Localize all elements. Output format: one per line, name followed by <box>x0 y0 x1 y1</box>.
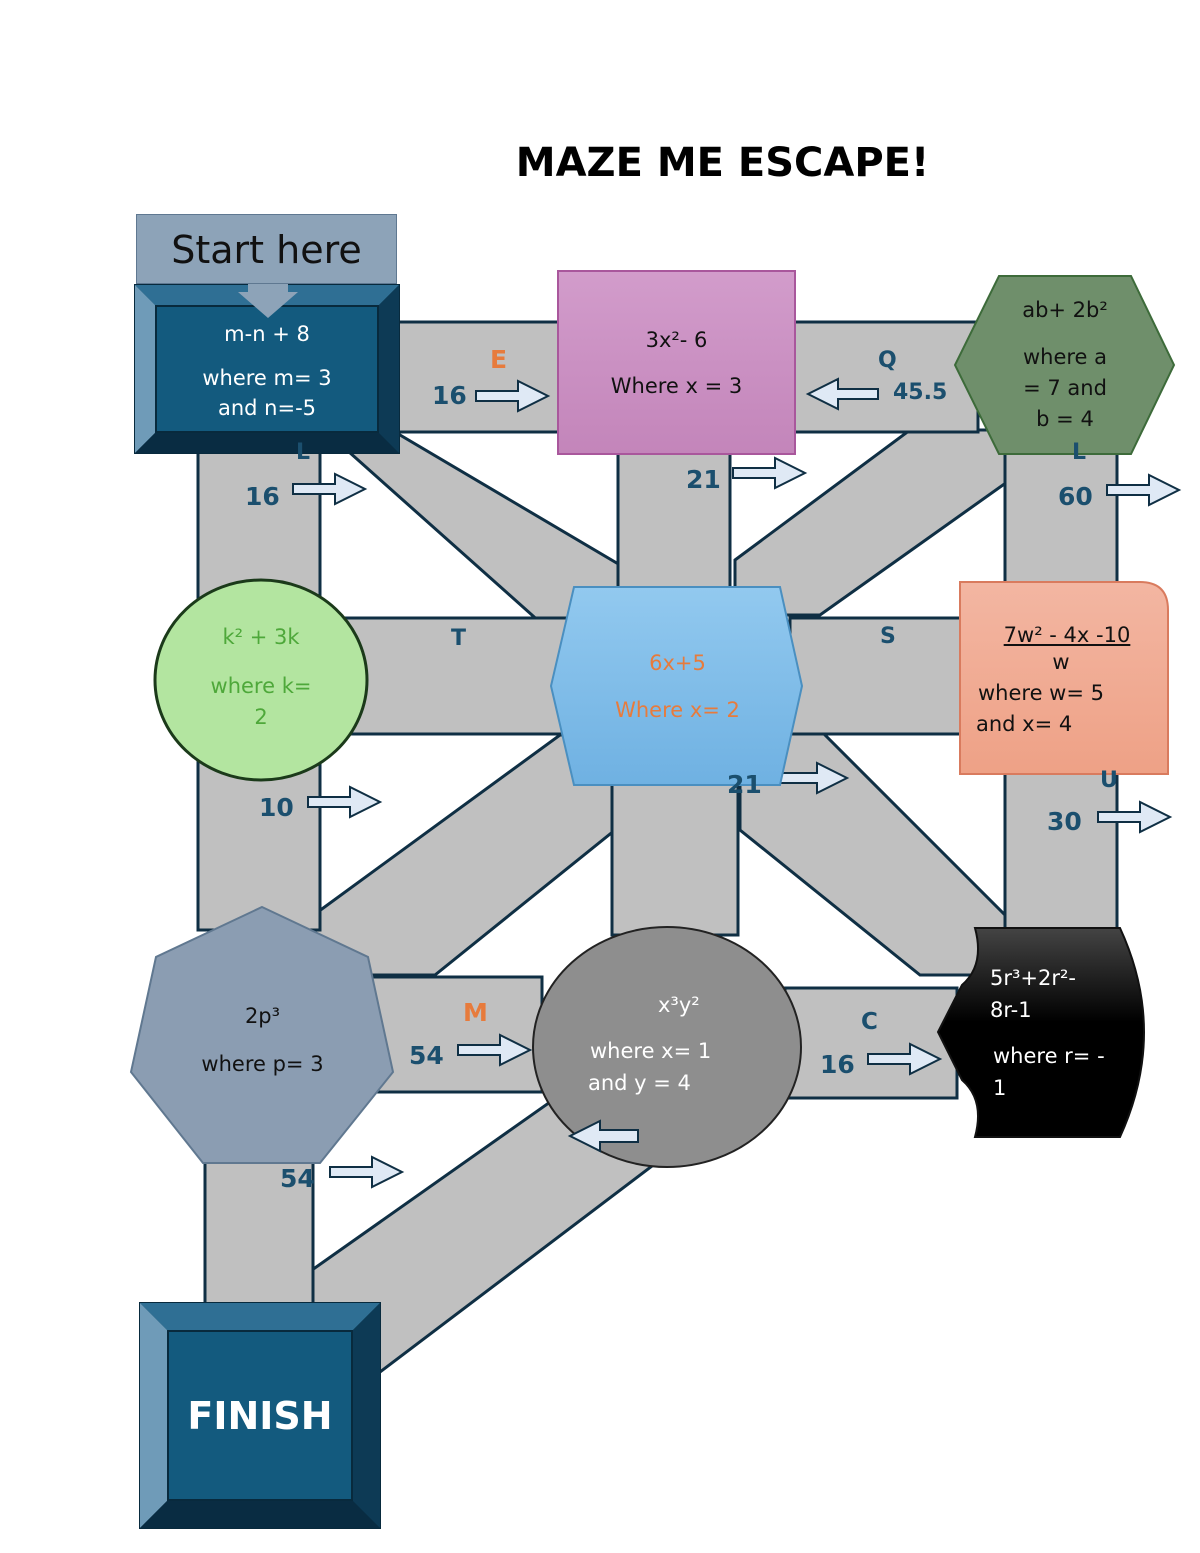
path-horizontal <box>393 320 562 434</box>
node-condition: 1 <box>993 1075 1007 1100</box>
path-vertical <box>610 773 740 937</box>
path-value: 16 <box>245 482 280 511</box>
arrow-right-icon <box>457 1033 533 1067</box>
node-condition: and x= 4 <box>976 712 1073 736</box>
start-pointer-icon <box>238 284 298 318</box>
node-condition: where x= 1 <box>590 1039 712 1063</box>
node-grey-circle <box>532 926 802 1168</box>
node-green-circle-text: k² + 3k where k= 2 <box>180 620 342 735</box>
node-condition: where k= <box>210 674 312 698</box>
path-vertical <box>203 1158 315 1307</box>
node-black-shape <box>936 927 1145 1138</box>
arrows <box>292 377 1182 1189</box>
node-condition: 2 <box>254 705 268 729</box>
path-horizontal <box>343 616 572 736</box>
node-black-text: 5r³+2r²- 8r-1 where r= - 1 <box>990 960 1150 1105</box>
arrow-right-icon <box>1097 800 1173 834</box>
path-value: 54 <box>280 1164 315 1193</box>
node-expression: m-n + 8 <box>224 322 310 346</box>
node-pink-box <box>557 270 796 455</box>
node-slate-text: 2p³ where p= 3 <box>170 990 355 1090</box>
node-condition: where m= 3 <box>202 366 332 390</box>
node-condition: and y = 4 <box>588 1071 691 1095</box>
path-letter-s: S <box>880 624 896 649</box>
path-value: 21 <box>686 465 721 494</box>
path-horizontal <box>370 975 544 1094</box>
path-horizontal <box>783 986 959 1100</box>
page-title: MAZE ME ESCAPE! <box>515 140 930 186</box>
path-diagonal <box>298 733 617 977</box>
node-condition: and n=-5 <box>217 396 317 420</box>
arrow-right-icon <box>774 761 850 795</box>
node-expression: 3x²- 6 <box>645 328 708 352</box>
node-condition: where a <box>1022 344 1108 369</box>
arrow-right-icon <box>307 785 383 819</box>
path-letter-m: M <box>463 998 488 1027</box>
node-start-text: m-n + 8 where m= 3 and n=-5 <box>156 312 378 430</box>
arrow-right-icon <box>1106 473 1182 507</box>
arrow-right-icon <box>292 472 368 506</box>
path-letter-u: U <box>1100 768 1118 793</box>
arrow-right-icon <box>867 1042 943 1076</box>
path-letter-e: E <box>490 345 508 374</box>
path-value: 30 <box>1047 807 1082 836</box>
node-expression: 2p³ <box>244 1004 281 1028</box>
node-expression: k² + 3k <box>222 625 300 649</box>
node-salmon-text: 7w² - 4x -10 w where w= 5 and x= 4 <box>962 615 1160 745</box>
path-value: 54 <box>409 1041 444 1070</box>
node-blue-hexagon <box>549 586 804 786</box>
start-here-label: Start here <box>136 214 397 284</box>
node-green-circle <box>153 578 369 782</box>
path-letter-t: T <box>451 626 467 651</box>
node-slate-heptagon <box>129 905 395 1164</box>
finish-label: FINISH <box>187 1393 333 1438</box>
node-green-hex-text: ab+ 2b² where a = 7 and b = 4 <box>1000 292 1130 437</box>
path-value: 45.5 <box>893 380 948 405</box>
node-salmon-box <box>959 581 1169 775</box>
node-expression: 6x+5 <box>649 651 706 675</box>
path-value: 16 <box>820 1050 855 1079</box>
path-value: 21 <box>727 770 762 799</box>
node-expression: 8r-1 <box>990 997 1032 1022</box>
node-blue-hex-text: 6x+5 Where x= 2 <box>575 640 780 734</box>
path-letter-l: L <box>296 440 311 465</box>
node-green-hexagon <box>953 275 1176 455</box>
path-vertical <box>1003 443 1119 592</box>
node-pink-text: 3x²- 6 Where x = 3 <box>558 318 795 408</box>
node-condition: Where x= 2 <box>615 698 740 722</box>
path-value: 16 <box>432 381 467 410</box>
node-expression: ab+ 2b² <box>1022 297 1108 322</box>
node-expression-denominator: w <box>1052 650 1070 674</box>
node-expression: 5r³+2r²- <box>990 965 1076 990</box>
arrow-left-icon <box>805 377 879 411</box>
path-horizontal <box>788 616 964 736</box>
node-finish-box <box>139 1302 381 1529</box>
node-grey-circle-text: x³y² where x= 1 and y = 4 <box>580 985 740 1103</box>
node-condition: where w= 5 <box>978 681 1104 705</box>
arrow-right-icon <box>732 456 808 490</box>
node-condition: where r= - <box>993 1043 1105 1068</box>
node-condition: Where x = 3 <box>610 374 743 398</box>
node-start-box <box>134 284 400 454</box>
path-letter-q: Q <box>878 348 897 373</box>
node-condition: = 7 and <box>1023 375 1107 400</box>
arrow-right-icon <box>329 1155 405 1189</box>
arrow-right-icon <box>475 379 551 413</box>
path-vertical <box>1003 768 1119 932</box>
node-expression: 7w² - 4x -10 <box>1003 623 1131 647</box>
path-letter-c: C <box>861 1009 878 1035</box>
path-value: 10 <box>259 793 294 822</box>
node-expression: x³y² <box>658 993 700 1017</box>
path-letter-l: L <box>1072 440 1087 465</box>
node-condition: b = 4 <box>1036 406 1094 431</box>
arrow-left-icon <box>567 1119 639 1153</box>
path-horizontal <box>791 320 980 434</box>
node-condition: where p= 3 <box>201 1052 324 1076</box>
path-value: 60 <box>1058 482 1093 511</box>
